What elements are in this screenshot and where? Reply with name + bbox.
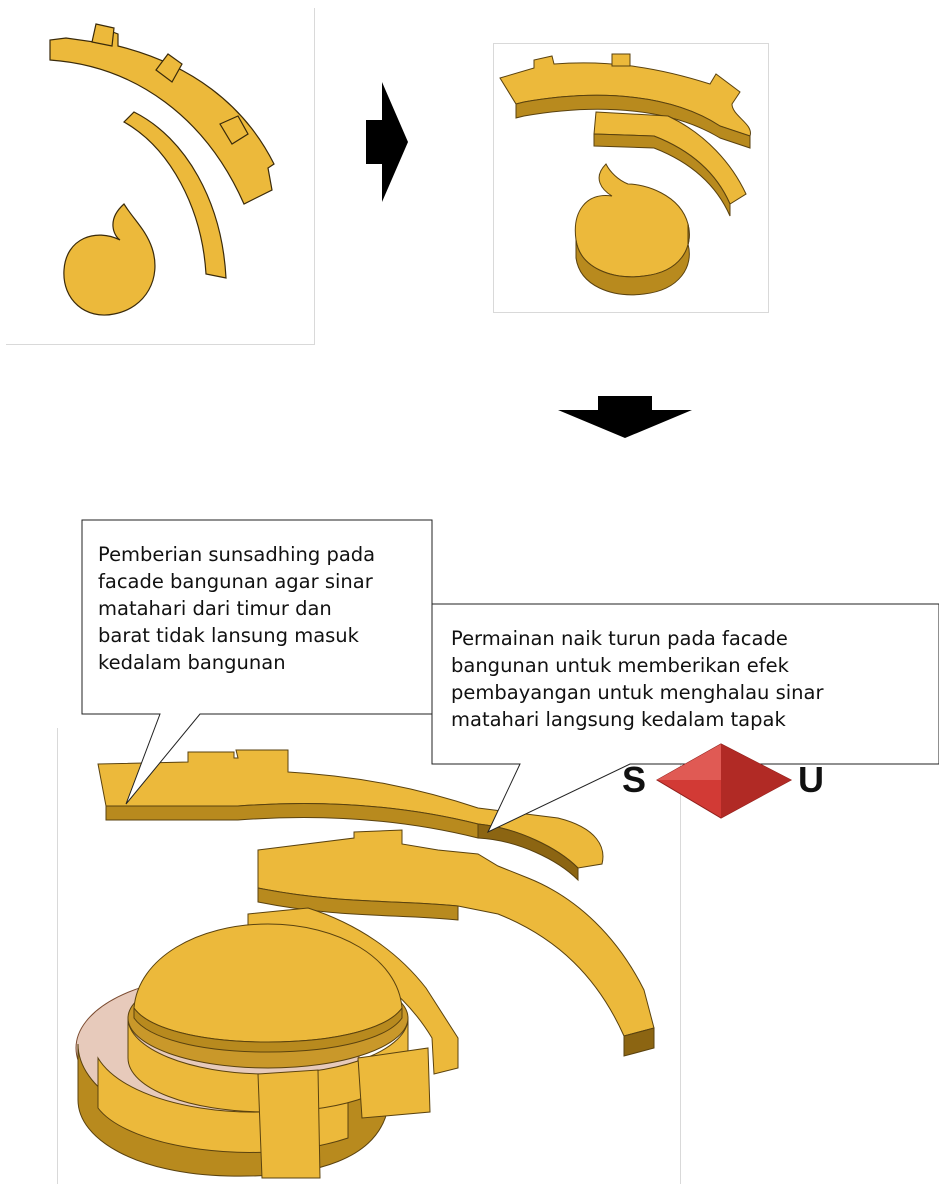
compass-north-label: U xyxy=(798,762,824,798)
compass-diamond-icon xyxy=(655,740,795,822)
callout-left-text: Pemberian sunsadhing pada facade banguna… xyxy=(98,541,424,676)
compass-south-label: S xyxy=(622,762,646,798)
callout-right-text: Permainan naik turun pada facade banguna… xyxy=(451,625,931,733)
